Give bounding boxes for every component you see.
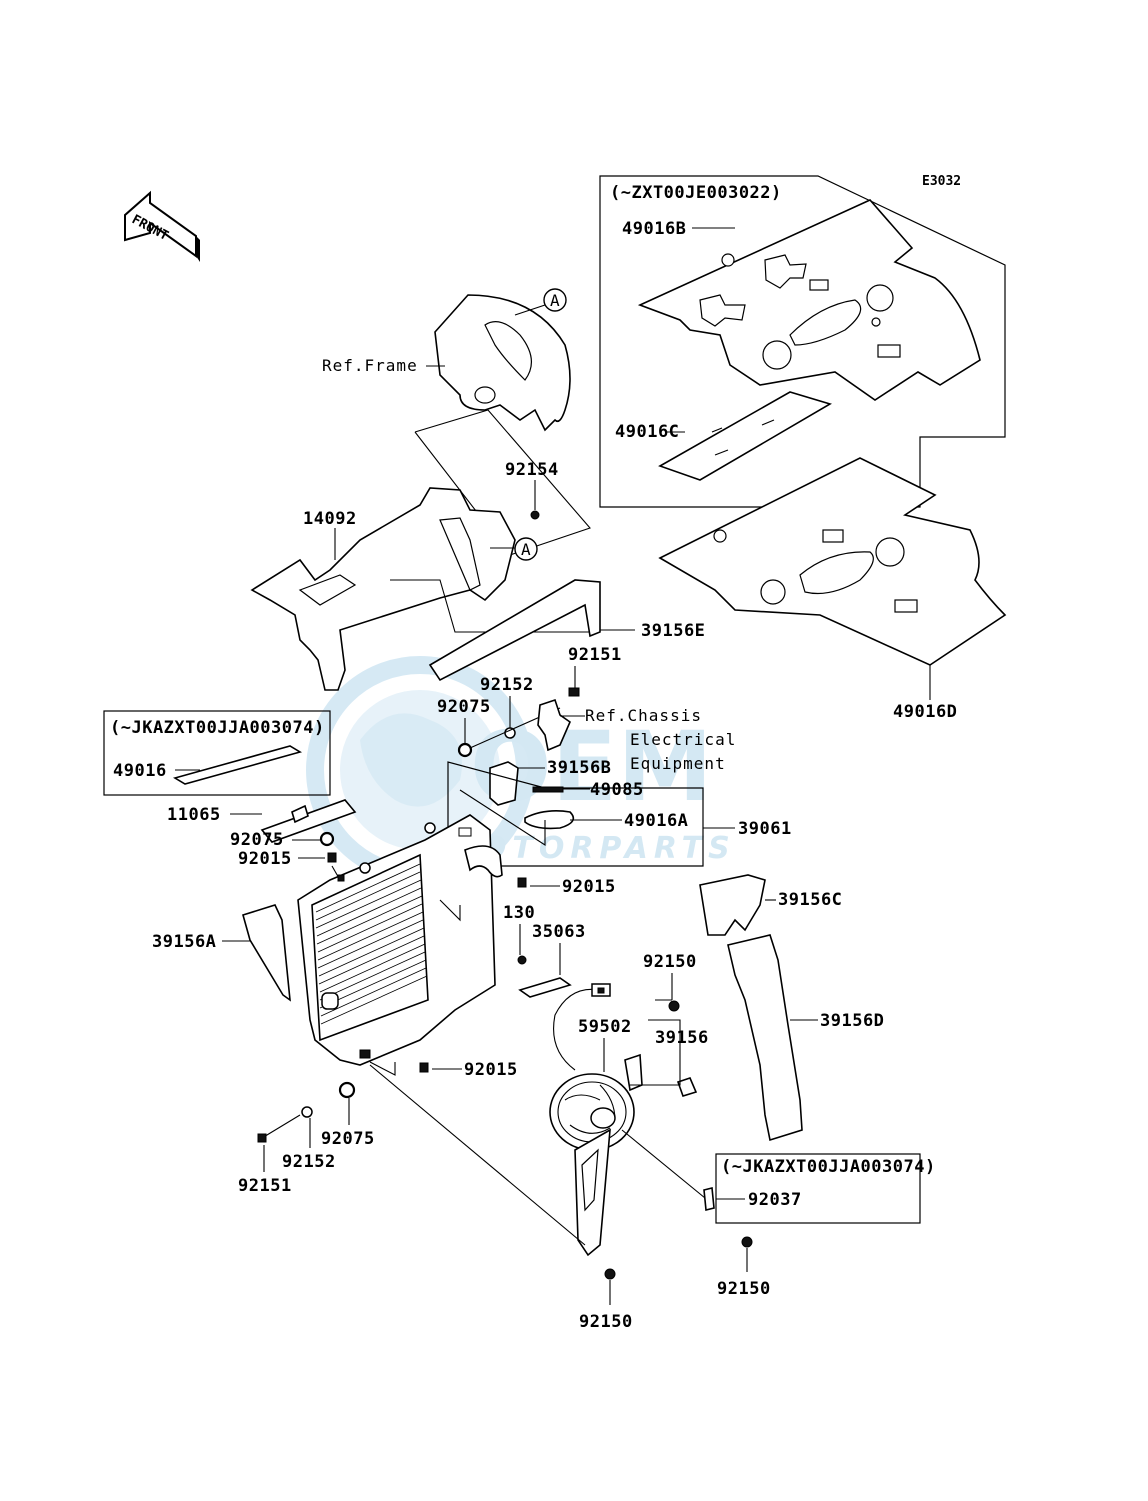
clip-92015-b bbox=[517, 877, 527, 888]
bolt-92151-bot bbox=[257, 1133, 267, 1143]
label-49016a: 49016A bbox=[624, 811, 688, 831]
pad-39156b bbox=[489, 761, 519, 806]
label-49016d: 49016D bbox=[893, 702, 957, 722]
shroud-14092 bbox=[250, 487, 516, 691]
pad-49016c bbox=[658, 391, 832, 481]
circle-a-mid: A bbox=[521, 540, 532, 559]
group-label-upper-right: (~ZXT00JE003022) bbox=[610, 183, 782, 203]
label-92151-bot: 92151 bbox=[238, 1176, 292, 1196]
label-92037: 92037 bbox=[748, 1190, 802, 1210]
group-box-lower-right bbox=[715, 1153, 921, 1224]
label-49016: 49016 bbox=[113, 761, 167, 781]
grommet-92075-bot bbox=[338, 1081, 356, 1099]
gasket-49016a bbox=[524, 810, 575, 830]
nut-92150-c bbox=[604, 1268, 616, 1280]
label-59502: 59502 bbox=[578, 1017, 632, 1037]
ref-chassis-2: Electrical bbox=[630, 730, 736, 749]
group-box-left bbox=[103, 710, 331, 796]
bar-39156e bbox=[428, 579, 601, 682]
collar-92152-bot bbox=[301, 1106, 313, 1118]
circle-a-top: A bbox=[550, 291, 561, 310]
label-92150-c: 92150 bbox=[579, 1312, 633, 1332]
label-39156e: 39156E bbox=[641, 621, 705, 641]
front-arrow-icon: FRONT bbox=[124, 190, 200, 262]
ref-frame: Ref.Frame bbox=[322, 356, 418, 375]
fan-59502 bbox=[549, 983, 643, 1257]
label-92075-top: 92075 bbox=[437, 697, 491, 717]
plate-49016b bbox=[637, 199, 981, 401]
pad-39156c bbox=[699, 874, 766, 936]
label-49085: 49085 bbox=[590, 780, 644, 800]
label-35063: 35063 bbox=[532, 922, 586, 942]
group-label-lower-right: (~JKAZXT00JJA003074) bbox=[721, 1157, 936, 1177]
label-49016b: 49016B bbox=[622, 219, 686, 239]
pad-39156a bbox=[242, 904, 291, 1002]
label-92152-top: 92152 bbox=[480, 675, 534, 695]
group-box-upper-right bbox=[599, 175, 1006, 508]
pad-39156 bbox=[676, 1077, 698, 1097]
bracket-35063 bbox=[518, 977, 572, 998]
label-39156a: 39156A bbox=[152, 932, 216, 952]
label-92075-bot: 92075 bbox=[321, 1129, 375, 1149]
label-49016c: 49016C bbox=[615, 422, 679, 442]
label-39156c: 39156C bbox=[778, 890, 842, 910]
label-39156d: 39156D bbox=[820, 1011, 884, 1031]
label-92015-a: 92015 bbox=[238, 849, 292, 869]
nut-92150-b bbox=[741, 1236, 753, 1248]
group-label-left: (~JKAZXT00JJA003074) bbox=[110, 718, 325, 738]
pad-49016 bbox=[172, 745, 303, 785]
ref-chassis-1: Ref.Chassis bbox=[585, 706, 702, 725]
label-14092: 14092 bbox=[303, 509, 357, 529]
label-39156: 39156 bbox=[655, 1028, 709, 1048]
clip-92037 bbox=[703, 1186, 715, 1212]
pad-39156d bbox=[727, 934, 803, 1142]
frame-bracket bbox=[434, 294, 571, 432]
label-39061: 39061 bbox=[738, 819, 792, 839]
ref-chassis-3: Equipment bbox=[630, 754, 726, 773]
label-130: 130 bbox=[503, 903, 535, 923]
label-92150-b: 92150 bbox=[717, 1279, 771, 1299]
label-39156b: 39156B bbox=[547, 758, 611, 778]
label-92152-bot: 92152 bbox=[282, 1152, 336, 1172]
label-92015-c: 92015 bbox=[464, 1060, 518, 1080]
chassis-bracket bbox=[537, 698, 571, 752]
clip-92015-c bbox=[419, 1062, 429, 1073]
cover-11065 bbox=[260, 799, 357, 843]
label-92150-a: 92150 bbox=[643, 952, 697, 972]
label-92015-b: 92015 bbox=[562, 877, 616, 897]
label-11065: 11065 bbox=[167, 805, 221, 825]
diagram-code: E3032 bbox=[922, 174, 961, 189]
plate-49016d bbox=[658, 457, 1007, 666]
label-92151-top: 92151 bbox=[568, 645, 622, 665]
label-92154: 92154 bbox=[505, 460, 559, 480]
label-92075-mid: 92075 bbox=[230, 830, 284, 850]
radiator bbox=[297, 814, 503, 1066]
